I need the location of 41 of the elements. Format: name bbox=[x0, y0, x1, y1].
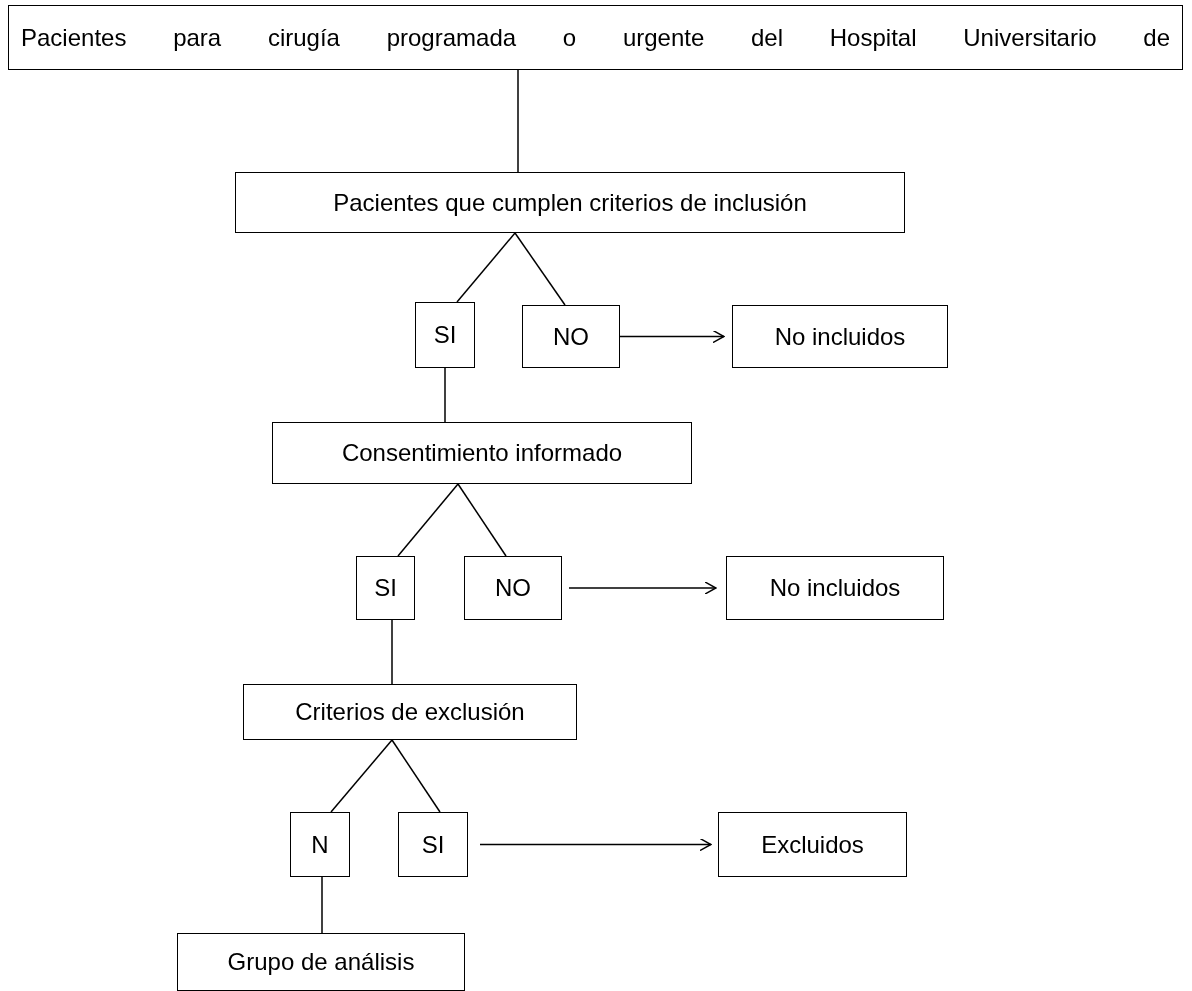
connector bbox=[514, 232, 566, 306]
process-box bbox=[732, 305, 948, 368]
process-box bbox=[415, 302, 475, 368]
connector bbox=[391, 619, 393, 685]
box-label: Criterios de exclusión bbox=[295, 698, 525, 726]
process-box bbox=[272, 422, 692, 484]
box-label: N bbox=[311, 830, 329, 859]
box-label: NO bbox=[553, 322, 589, 351]
process-box bbox=[8, 5, 1183, 70]
process-box bbox=[235, 172, 905, 233]
connector bbox=[517, 69, 519, 173]
box-label: SI bbox=[433, 321, 457, 349]
connector bbox=[391, 739, 441, 813]
process-box bbox=[464, 556, 562, 620]
box-label: NO bbox=[495, 574, 531, 602]
process-box bbox=[726, 556, 944, 620]
box-label: No incluidos bbox=[769, 574, 901, 602]
process-box bbox=[718, 812, 907, 877]
process-box bbox=[522, 305, 620, 368]
process-box bbox=[398, 812, 468, 877]
connector bbox=[568, 581, 717, 595]
connector bbox=[457, 483, 507, 557]
connector bbox=[456, 232, 516, 303]
connector bbox=[321, 876, 323, 934]
process-box bbox=[243, 684, 577, 740]
box-label: Pacientes que cumplen criterios de inclusión bbox=[333, 188, 807, 217]
connector bbox=[444, 367, 446, 423]
box-label: SI bbox=[421, 830, 445, 859]
process-box bbox=[356, 556, 415, 620]
connector bbox=[619, 329, 725, 344]
connector bbox=[479, 837, 712, 852]
process-box bbox=[177, 933, 465, 991]
box-label: No incluidos bbox=[774, 322, 906, 351]
connector bbox=[330, 739, 393, 813]
box-label: Consentimiento informado bbox=[341, 439, 623, 467]
box-label: Pacientes para cirugía programada o urgente del Hospital Universitario de bbox=[21, 23, 1170, 52]
box-label: Grupo de análisis bbox=[227, 948, 415, 976]
connector bbox=[397, 483, 459, 557]
box-label: Excluidos bbox=[761, 830, 864, 859]
box-label: SI bbox=[374, 574, 397, 602]
process-box bbox=[290, 812, 350, 877]
